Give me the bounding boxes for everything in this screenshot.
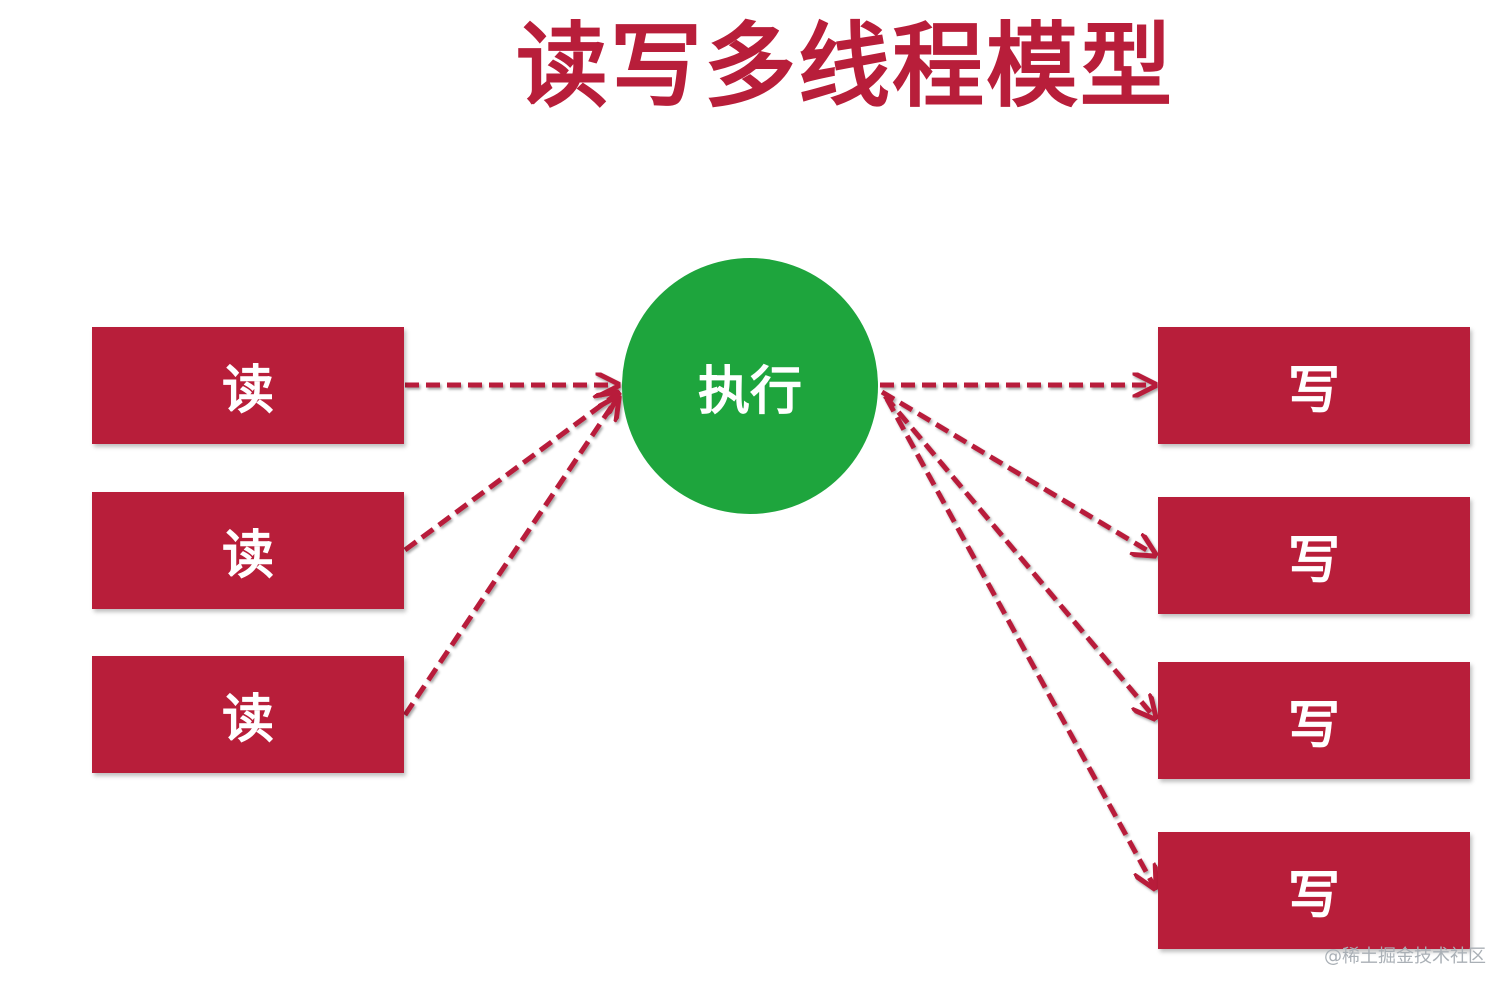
diagram-title: 读写多线程模型	[515, 13, 1174, 120]
arrow-read-3	[402, 397, 618, 717]
arrow-write-4	[884, 397, 1155, 888]
write-box-4: 写	[1158, 832, 1470, 949]
arrow-write-2	[880, 389, 1155, 555]
arrow-read-2	[403, 393, 618, 553]
read-box-1: 读	[92, 327, 404, 444]
write-box-2: 写	[1158, 497, 1470, 614]
arrow-write-3	[883, 394, 1155, 718]
watermark: @稀土掘金技术社区	[1324, 946, 1486, 967]
read-box-2: 读	[92, 492, 404, 609]
write-box-3: 写	[1158, 662, 1470, 779]
write-box-1: 写	[1158, 327, 1470, 444]
execute-circle: 执行	[622, 258, 878, 514]
read-box-3: 读	[92, 656, 404, 773]
